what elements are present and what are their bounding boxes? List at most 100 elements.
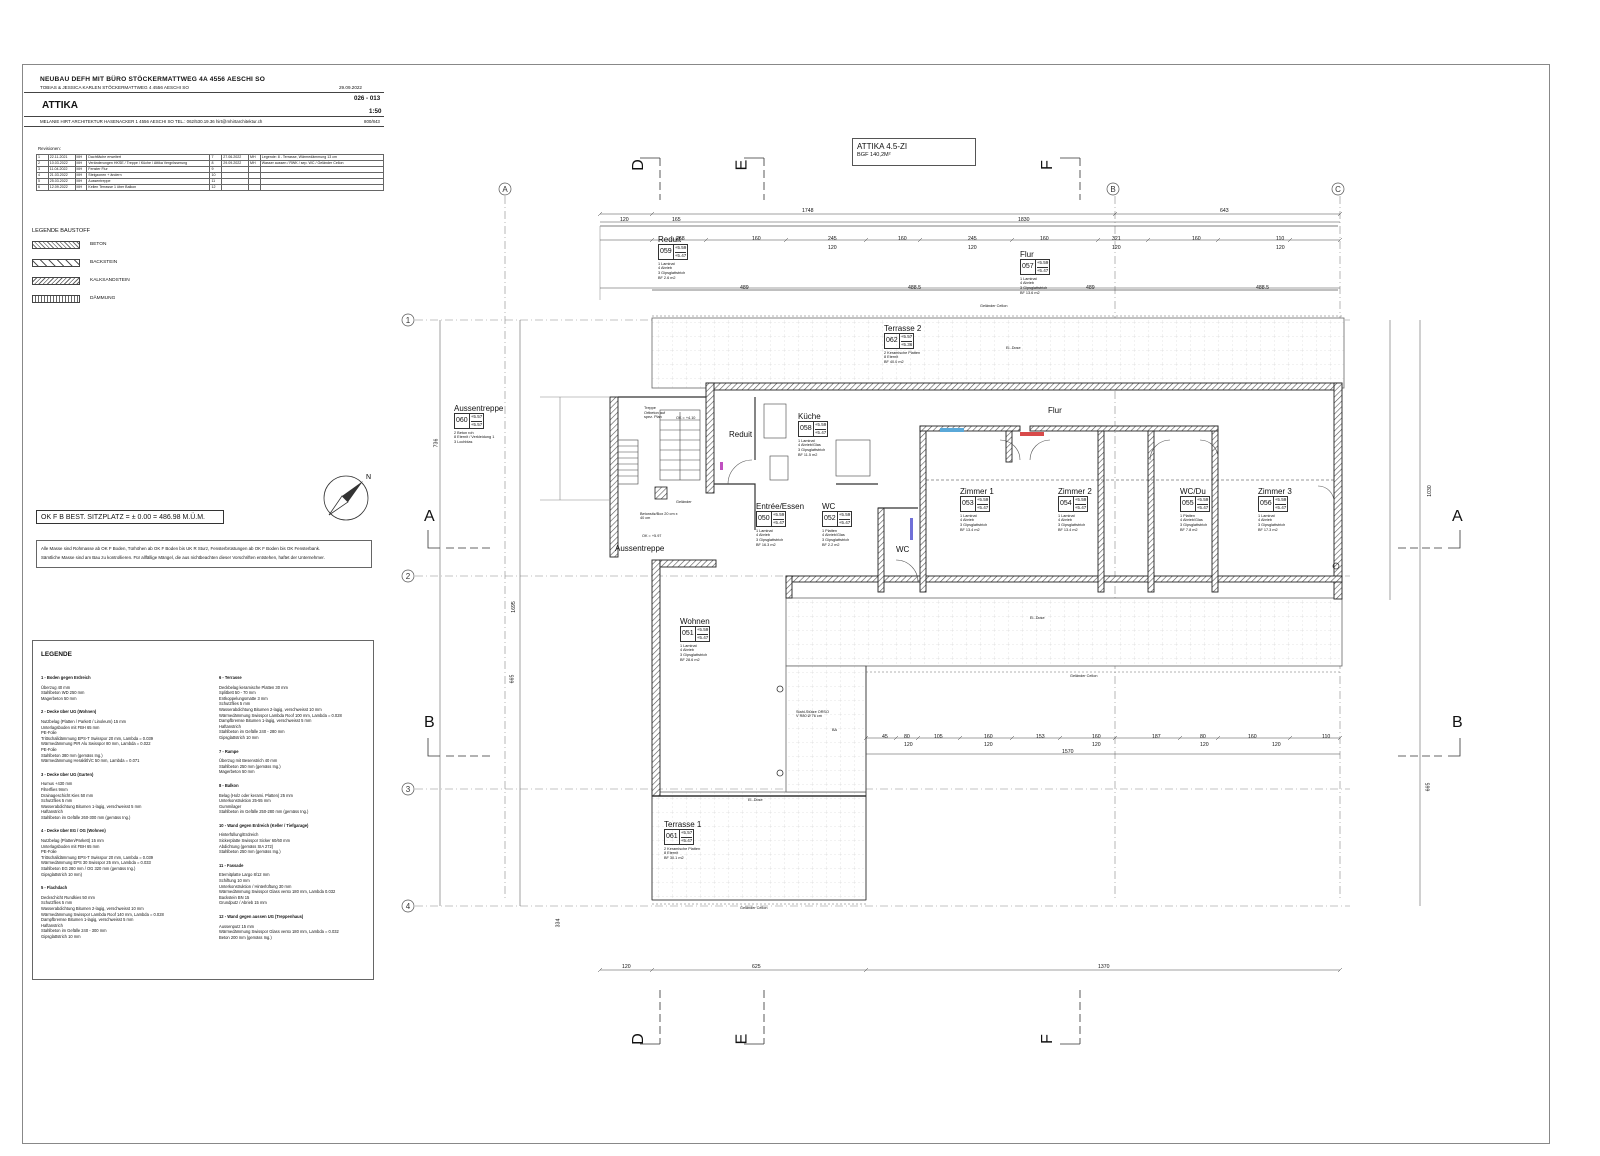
legend-line: Wärmedämmung Swisspor Glass vento 180 mm… [219, 889, 336, 895]
label-ba: BA [832, 728, 838, 732]
job-number: 800/843 [364, 119, 380, 124]
legend-line: Splitbett 50 - 70 mm [219, 690, 256, 696]
dim-tick [917, 237, 923, 243]
dim-dims_top3-3: 160 [898, 236, 907, 242]
legend-heading: 3 - Decke über UG (Garten) [41, 771, 94, 777]
dim-tick [1215, 237, 1221, 243]
legend-line: Backstein BN 15 [219, 894, 250, 900]
legend-line: Haftanstrich [41, 922, 63, 928]
room-spec-line: 3 Gipsglattstrich [960, 523, 988, 527]
legend-line: Stahlbeton WD 250 mm [41, 690, 85, 696]
dim-top-165: 165 [672, 217, 681, 223]
legend-line: Belag (Holz oder kerami. Platten) 25 mm [219, 792, 293, 798]
room-spec-line: 4 Abrieb [960, 518, 974, 523]
room-spec-line: 2 Keramische Platten [664, 846, 701, 851]
legend-line: Stahlbeton im Gefälle 250-280 mm (gemäss… [219, 809, 309, 815]
dim-dims_top4-0: 120 [828, 245, 837, 251]
dim-dims_row5-1: 488.5 [908, 285, 921, 291]
room-levels: +5.57+5.36 [899, 333, 915, 349]
room-spec-line: 4 Abrieb [1258, 518, 1272, 523]
legend-heading: 7 - Rampe [219, 748, 239, 754]
label-betonsitz: Betonsitz/Box 20 cm x 40 cm [640, 512, 678, 521]
legend-line: Überzug mit Besenstrich 40 mm [219, 758, 278, 764]
dim-right-665: 665 [1425, 782, 1432, 792]
room-spec-line: BF 30.1 m2 [664, 856, 684, 860]
legend-line: Beton 200 mm (gemäss Ing.) [219, 934, 272, 940]
room-name: Flur [1020, 250, 1034, 259]
room-spec-line: 3 Gipsglattstrich [680, 653, 708, 657]
kitchen-sink [769, 455, 789, 481]
room-spec-line: BF 13.6 m2 [1020, 290, 1040, 295]
legend-line: PE-Folie [41, 746, 57, 752]
dim-left-334: 334 [555, 918, 562, 928]
room-level-bottom: +5.47 [1196, 504, 1209, 510]
axis-bubble-1 [401, 313, 415, 327]
legend-line: Wärmedämmung Swisspor Lambda Roof 140 mm… [41, 911, 164, 917]
room-levels: +5.57+5.47 [679, 829, 695, 845]
room-tag: 055+5.59+5.47 [1180, 496, 1211, 512]
room-name: Reduit [658, 235, 682, 244]
legend-line: Entkoppelungsmatte 3 mm [219, 695, 268, 701]
dim-tick [1009, 735, 1015, 741]
legend-heading: 6 - Terrasse [219, 675, 242, 680]
dim-bottom-625: 625 [752, 964, 761, 970]
section-b-left-arrow [427, 738, 440, 757]
room-name: Zimmer 3 [1258, 487, 1292, 496]
room-name: Terrasse 2 [884, 324, 922, 333]
legend-line: Trittschalldämmung EPS-T Swisspor 20 mm,… [41, 854, 154, 860]
door-swing-reduit [727, 459, 753, 485]
legend-line: Wasserabdichtung Bitumen 2-lagig, versch… [41, 906, 144, 911]
room-spec-line: 3 Gipsglattstrich [1180, 523, 1208, 527]
section-b-left-label: B [424, 714, 435, 731]
room-spec-line: BF 2.2 m2 [822, 542, 840, 547]
dim-dims_top4-1: 120 [968, 245, 977, 251]
dim-tick [1337, 967, 1343, 973]
dim-dims_bottom_inner-4: 153 [1036, 734, 1045, 740]
material-label: BACKSTEIN [90, 260, 118, 265]
legend-line: Wärmedämmung PIR Alu Swisspor 80 mm, Lam… [41, 741, 151, 747]
room-spec-line: BF 11.5 m2 [798, 452, 818, 457]
legend-line: Filterflies 9mm [41, 786, 68, 792]
legend-title: LEGENDE [41, 651, 72, 658]
plan-title: ATTIKA 4.5-ZI [857, 142, 908, 151]
room-levels: +5.59+5.47 [771, 511, 787, 527]
legend-line: Gipsglattstrich 10 mm [41, 933, 81, 939]
room-level-top: +5.59 [1274, 497, 1287, 505]
room-number: 058 [798, 421, 814, 437]
room-level-top: +5.59 [976, 497, 989, 505]
room-tag: 059+5.59+5.47 [658, 244, 689, 260]
marker-blue [940, 428, 964, 432]
dim-tick [1337, 735, 1343, 741]
room-spec-line: BF 13.4 m2 [960, 527, 980, 532]
dim-dims_bottom_inner2-3: 120 [1200, 742, 1209, 748]
section-b-right-arrow [1448, 738, 1461, 757]
room-number: 055 [1180, 496, 1196, 512]
room-level-bottom: +5.47 [838, 519, 851, 525]
room-level-top: +5.57 [470, 414, 483, 422]
material-label: DÄMMUNG [90, 296, 116, 301]
section-a-right-arrow [1448, 530, 1461, 549]
room-spec-line: 4 Abrieb [756, 533, 770, 538]
room-tag: 062+5.57+5.36 [884, 333, 921, 349]
dim-dims_bottom_inner-5: 160 [1092, 734, 1101, 740]
dim-tick [1287, 237, 1293, 243]
dim-tick [1337, 211, 1343, 217]
dim-dims_bottom_inner2-1: 120 [984, 742, 993, 748]
terrace-south-area [785, 597, 1343, 667]
label-reduit: Reduit [729, 430, 753, 439]
dim-tick [649, 237, 655, 243]
room-tag: 050+5.59+5.47 [756, 511, 804, 527]
architect-line: MELANIE HIRT ARCHITEKTUR HASENACKER 1 45… [40, 119, 263, 124]
material-legend: LEGENDE BAUSTOFF [32, 228, 90, 234]
column-symbol [776, 769, 784, 777]
revisions-label: Revisionen: [38, 146, 61, 151]
dim-dims_top3-7: 160 [1192, 236, 1201, 242]
wall-living-north [659, 559, 717, 568]
section-e-bottom-label: E [733, 1033, 751, 1045]
legend-line: Stahlbeton EG 280 mm / OG 320 mm (gemäss… [41, 866, 136, 872]
